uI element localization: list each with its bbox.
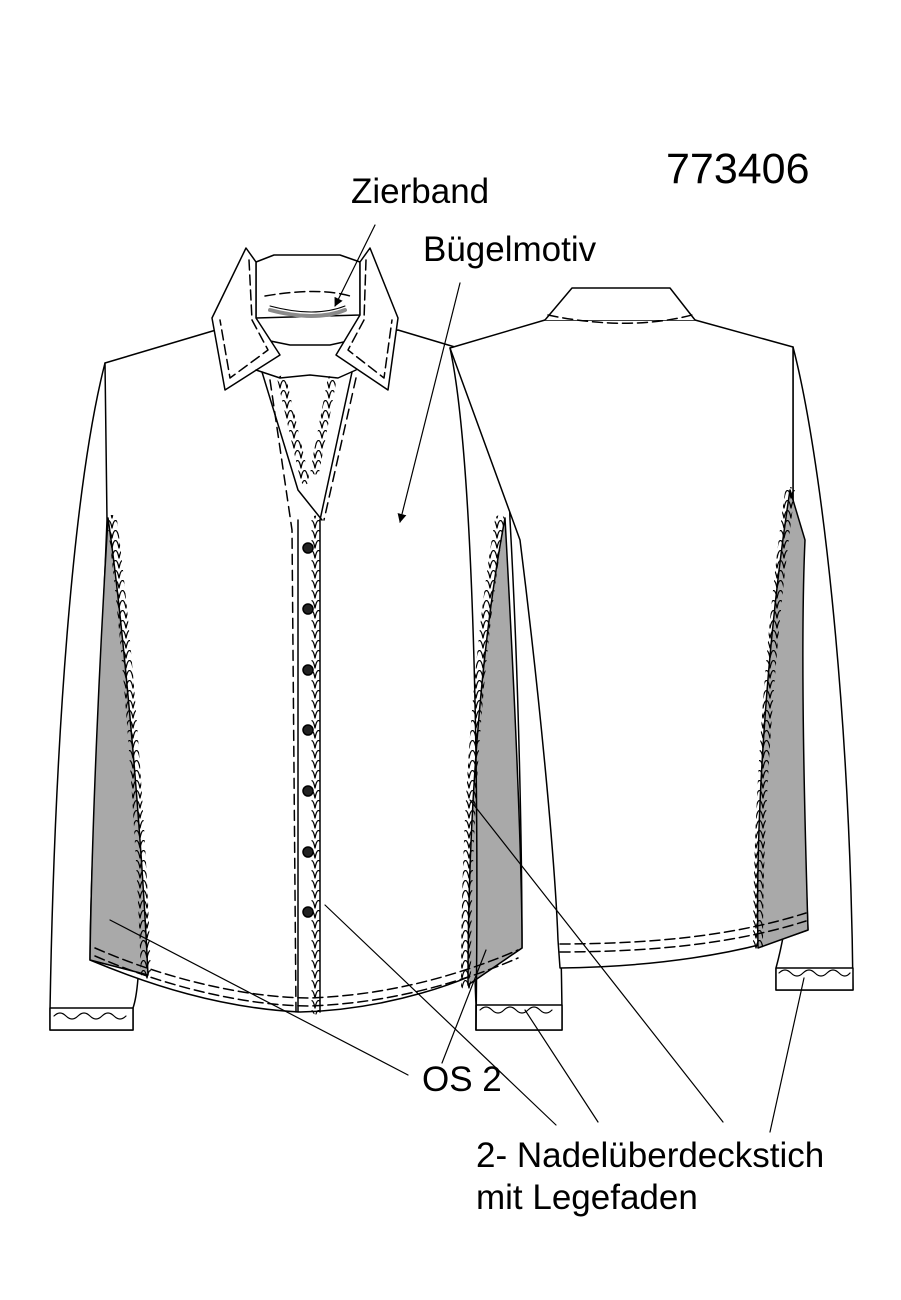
front-view [49,247,563,1031]
style-number: 773406 [666,145,810,193]
label-buegelmotiv: Bügelmotiv [423,230,597,269]
back-neck-stitch [547,314,693,324]
back-hem-stitch-2 [559,920,807,953]
neck-ruffle-right [310,375,337,475]
collar-stitch [264,290,351,297]
stitch-leader-4 [769,977,805,1133]
back-view [449,287,854,1031]
back-cuff [775,967,854,991]
label-zierband: Zierband [351,172,490,211]
cuff-stitch-left [53,1012,127,1020]
label-stitch-line1: 2- Nadelüberdeckstich [476,1136,825,1175]
back-yoke [544,287,696,321]
os2-leader-1 [109,919,409,1076]
cuff-right [475,1004,563,1031]
placket-stitch-right [323,377,357,521]
stitch-leader-1 [324,904,557,1126]
hem-stitch-2 [94,955,519,1007]
callouts [109,224,805,1133]
stitch-leader-3 [469,799,724,1123]
collar-left [211,247,281,391]
button-1 [302,542,314,554]
front-buttons [302,542,314,918]
panel-ruffle-right [461,515,505,990]
trim-band [268,308,347,318]
panel-ruffle-left [107,515,151,980]
back-hem-stitch-1 [559,912,807,945]
button-4 [302,724,314,736]
button-5 [302,785,314,797]
button-7 [302,906,314,918]
trim-band-edge [269,305,346,313]
buegelmotiv-pointer [397,282,461,523]
collar-right-stitch [347,259,393,379]
button-3 [302,664,314,676]
back-cuff-stitch [778,969,851,977]
label-os2: OS 2 [422,1060,502,1099]
collar-right [335,247,399,391]
os2-leader-2 [441,949,487,1064]
collar-left-stitch [219,259,269,379]
button-2 [302,603,314,615]
button-6 [302,846,314,858]
back-panel-ruffle [753,487,795,950]
lapel-fold [255,369,357,379]
label-stitch-line2: mit Legefaden [476,1178,698,1217]
label-stitch: 2- Nadelüberdeckstich mit Legefaden [476,1135,824,1219]
back-sleeve-left [449,347,478,1031]
neck-v-left [261,371,323,521]
neck-ruffle-left [277,375,310,485]
cuff-left [49,1007,134,1031]
placket-outer-left [269,379,297,1013]
cuff-stitch-right [479,1006,553,1014]
neck-v-right [319,371,353,521]
zierband-pointer [334,224,376,307]
stitch-leader-2 [524,1009,599,1123]
hem-stitch-1 [94,947,519,999]
